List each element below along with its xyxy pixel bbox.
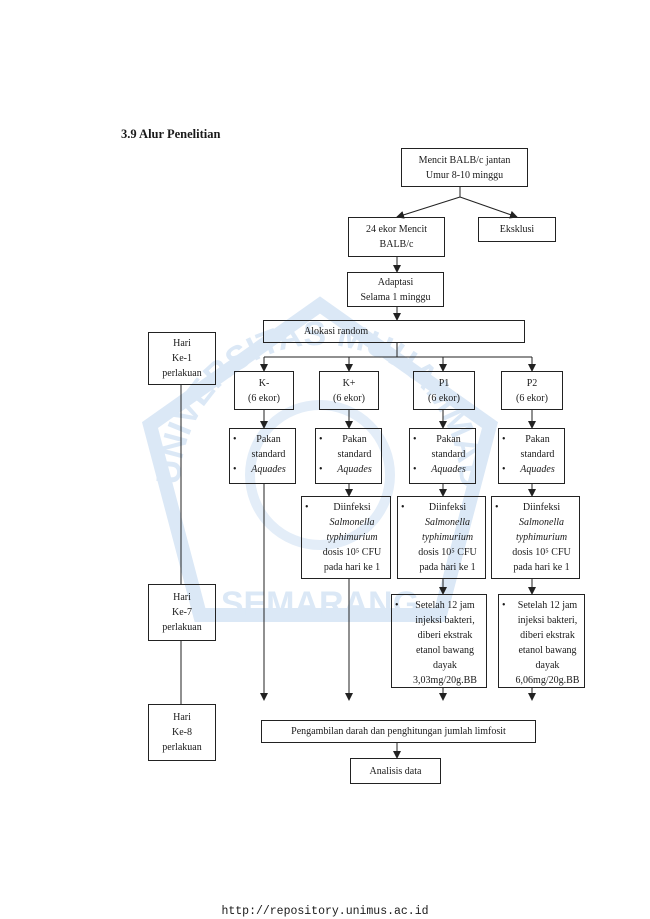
feed-p1: •Pakan standard •Aquades [409,428,476,484]
treat-p1: •Setelah 12 jam injeksi bakteri, diberi … [391,594,487,688]
node-day-7: Hari Ke-7 perlakuan [148,584,216,641]
node-exclusion: Eksklusi [478,217,556,242]
node-day-1: Hari Ke-1 perlakuan [148,332,216,385]
university-watermark: UNIVERSITAS MUHAMMADIYAH SEMARANG [120,285,499,623]
feed-k-minus: •Pakan standard •Aquades [229,428,296,484]
section-heading: 3.9 Alur Penelitian [121,127,221,141]
feed-k-plus: •Pakan standard •Aquades [315,428,382,484]
watermark-pentagon [141,296,499,622]
feed-p2: •Pakan standard •Aquades [498,428,565,484]
group-p2: P2 (6 ekor) [501,371,563,410]
group-p1: P1 (6 ekor) [413,371,475,410]
infect-k-plus: •Diinfeksi Salmonella typhimurium dosis … [301,496,391,579]
node-randomization: Alokasi random [263,320,525,343]
node-day-8: Hari Ke-8 perlakuan [148,704,216,761]
infect-p1: •Diinfeksi Salmonella typhimurium dosis … [397,496,486,579]
node-sample: 24 ekor Mencit BALB/c [348,217,445,257]
watermark-circle [245,400,395,550]
group-k-minus: K- (6 ekor) [234,371,294,410]
watermark-bottom-text: SEMARANG [221,585,419,623]
node-blood-sampling: Pengambilan darah dan penghitungan jumla… [261,720,536,743]
repository-url: http://repository.unimus.ac.id [221,905,429,918]
node-start: Mencit BALB/c jantan Umur 8-10 minggu [401,148,528,187]
node-analysis: Analisis data [350,758,441,784]
node-adaptation: Adaptasi Selama 1 minggu [347,272,444,307]
treat-p2: •Setelah 12 jam injeksi bakteri, diberi … [498,594,585,688]
group-k-plus: K+ (6 ekor) [319,371,379,410]
infect-p2: •Diinfeksi Salmonella typhimurium dosis … [491,496,580,579]
